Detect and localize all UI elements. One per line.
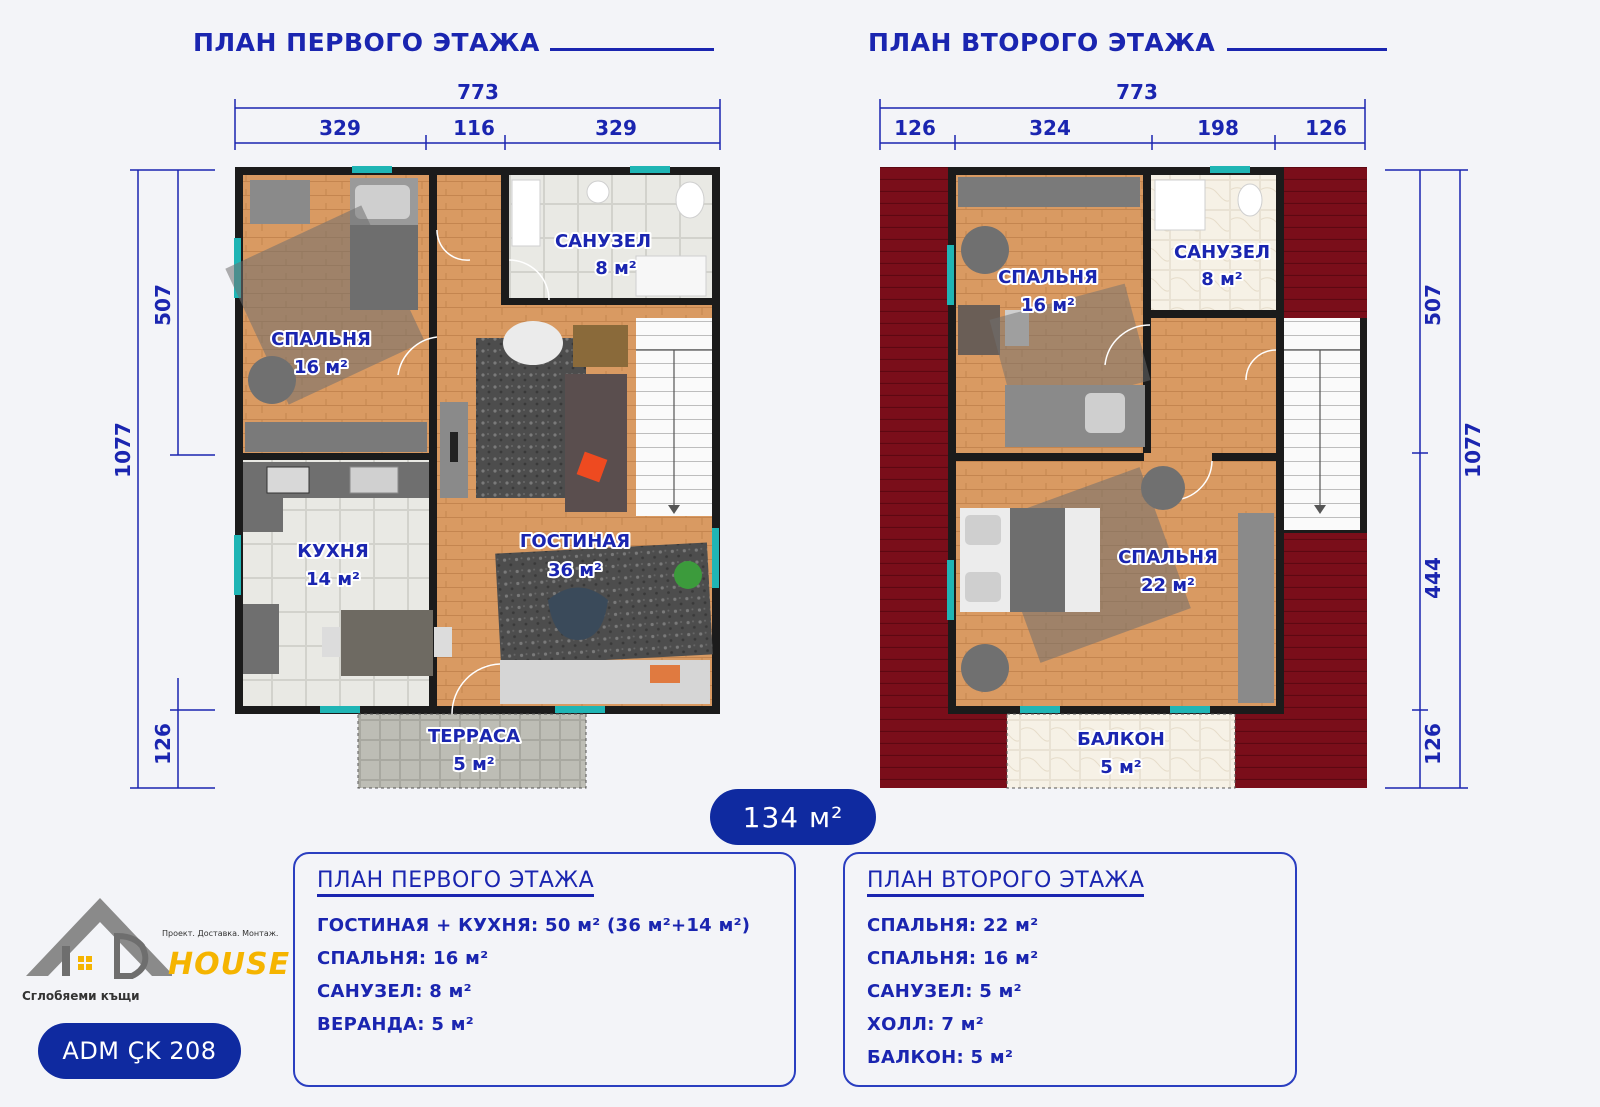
floor1-dim-total-height: 1077	[111, 422, 135, 478]
floor2-summary-line: САНУЗЕЛ: 5 м²	[867, 981, 1022, 1002]
floor2-dim-total-width: 773	[1116, 80, 1158, 104]
floor2-heading: ПЛАН ВТОРОГО ЭТАЖА	[868, 28, 1216, 57]
floor1-heading-underline	[550, 48, 714, 51]
floor1-terrace	[357, 713, 587, 789]
floor1-dim-w2: 116	[453, 116, 495, 140]
floor1-kitchen-name: КУХНЯ	[297, 541, 368, 562]
floor2-balcony-name: БАЛКОН	[1077, 729, 1165, 750]
floor2-summary-title: ПЛАН ВТОРОГО ЭТАЖА	[867, 868, 1145, 897]
floor2-top-dimensions	[879, 99, 1366, 150]
floor1-living-area: 36 м²	[548, 560, 602, 581]
floor2-dim-w3: 198	[1197, 116, 1239, 140]
floor1-terrace-name: ТЕРРАСА	[428, 726, 520, 747]
floor2-bedroom22-name: СПАЛЬНЯ	[1118, 547, 1218, 568]
floor2-heading-underline	[1227, 48, 1387, 51]
house-logo-icon	[26, 898, 172, 979]
floor1-heading: ПЛАН ПЕРВОГО ЭТАЖА	[193, 28, 540, 57]
floor1-summary-line: САНУЗЕЛ: 8 м²	[317, 981, 472, 1002]
floor2-summary-line: СПАЛЬНЯ: 22 м²	[867, 915, 1039, 936]
floor2-bath-area: 8 м²	[1201, 269, 1242, 290]
model-code-badge: ADM ÇK 208	[38, 1023, 241, 1079]
floor1-bath-name: САНУЗЕЛ	[555, 231, 651, 252]
total-area-badge: 134 м²	[710, 789, 876, 845]
floor2-right-dimensions	[1385, 169, 1468, 789]
floor1-left-dimensions	[130, 169, 215, 789]
floor2-summary-box: ПЛАН ВТОРОГО ЭТАЖА СПАЛЬНЯ: 22 м² СПАЛЬН…	[843, 852, 1297, 1087]
floor2-dim-w2: 324	[1029, 116, 1071, 140]
floor1-dim-w3: 329	[595, 116, 637, 140]
floor1-living-name: ГОСТИНАЯ	[520, 531, 630, 552]
floor2-dim-h1: 507	[1421, 284, 1445, 326]
floor1-dim-total-width: 773	[457, 80, 499, 104]
logo-subtitle: Сглобяеми къщи	[22, 989, 140, 1003]
floor1-summary-line: СПАЛЬНЯ: 16 м²	[317, 948, 489, 969]
floor2-dim-total-height: 1077	[1461, 422, 1485, 478]
floor1-summary-line: ВЕРАНДА: 5 м²	[317, 1014, 474, 1035]
floor1-bedroom-area: 16 м²	[294, 357, 348, 378]
floor1-bedroom-name: СПАЛЬНЯ	[271, 329, 371, 350]
floor2-dim-h2: 444	[1421, 557, 1445, 599]
floor1-summary-box: ПЛАН ПЕРВОГО ЭТАЖА ГОСТИНАЯ + КУХНЯ: 50 …	[293, 852, 796, 1087]
floor2-balcony	[1006, 713, 1236, 789]
floor1-bath-area: 8 м²	[595, 258, 636, 279]
floor1-summary-title: ПЛАН ПЕРВОГО ЭТАЖА	[317, 868, 595, 897]
floor2-bedroom22-area: 22 м²	[1141, 575, 1195, 596]
floor1-terrace-area: 5 м²	[453, 754, 494, 775]
floor2-summary-line: БАЛКОН: 5 м²	[867, 1047, 1014, 1068]
logo-wordmark: HOUSE	[168, 947, 291, 982]
floor1-kitchen-area: 14 м²	[306, 569, 360, 590]
floor2-bedroom16-name: СПАЛЬНЯ	[998, 267, 1098, 288]
floor2-dim-h3: 126	[1421, 723, 1445, 765]
floor2-bath-name: САНУЗЕЛ	[1174, 242, 1270, 263]
logo-tagline: Проект. Доставка. Монтаж.	[162, 929, 279, 938]
floor2-plan: 773 126 324 198 126 1077 507 444 126	[879, 80, 1485, 789]
floor2-dim-w4: 126	[1305, 116, 1347, 140]
floor2-summary-line: СПАЛЬНЯ: 16 м²	[867, 948, 1039, 969]
floor1-top-dimensions	[234, 99, 721, 150]
company-logo: Проект. Доставка. Монтаж. HOUSE Сглобяем…	[22, 896, 289, 1006]
floor1-dim-h2: 126	[151, 723, 175, 765]
floor2-dim-w1: 126	[894, 116, 936, 140]
floor2-bedroom16-area: 16 м²	[1021, 295, 1075, 316]
floor1-summary-line: ГОСТИНАЯ + КУХНЯ: 50 м² (36 м²+14 м²)	[317, 915, 751, 936]
floor1-dim-h1: 507	[151, 284, 175, 326]
floor2-summary-line: ХОЛЛ: 7 м²	[867, 1014, 984, 1035]
floor2-balcony-area: 5 м²	[1100, 757, 1141, 778]
floor1-dim-w1: 329	[319, 116, 361, 140]
floor1-plan: 773 329 116 329 1077 507 126	[111, 80, 721, 789]
